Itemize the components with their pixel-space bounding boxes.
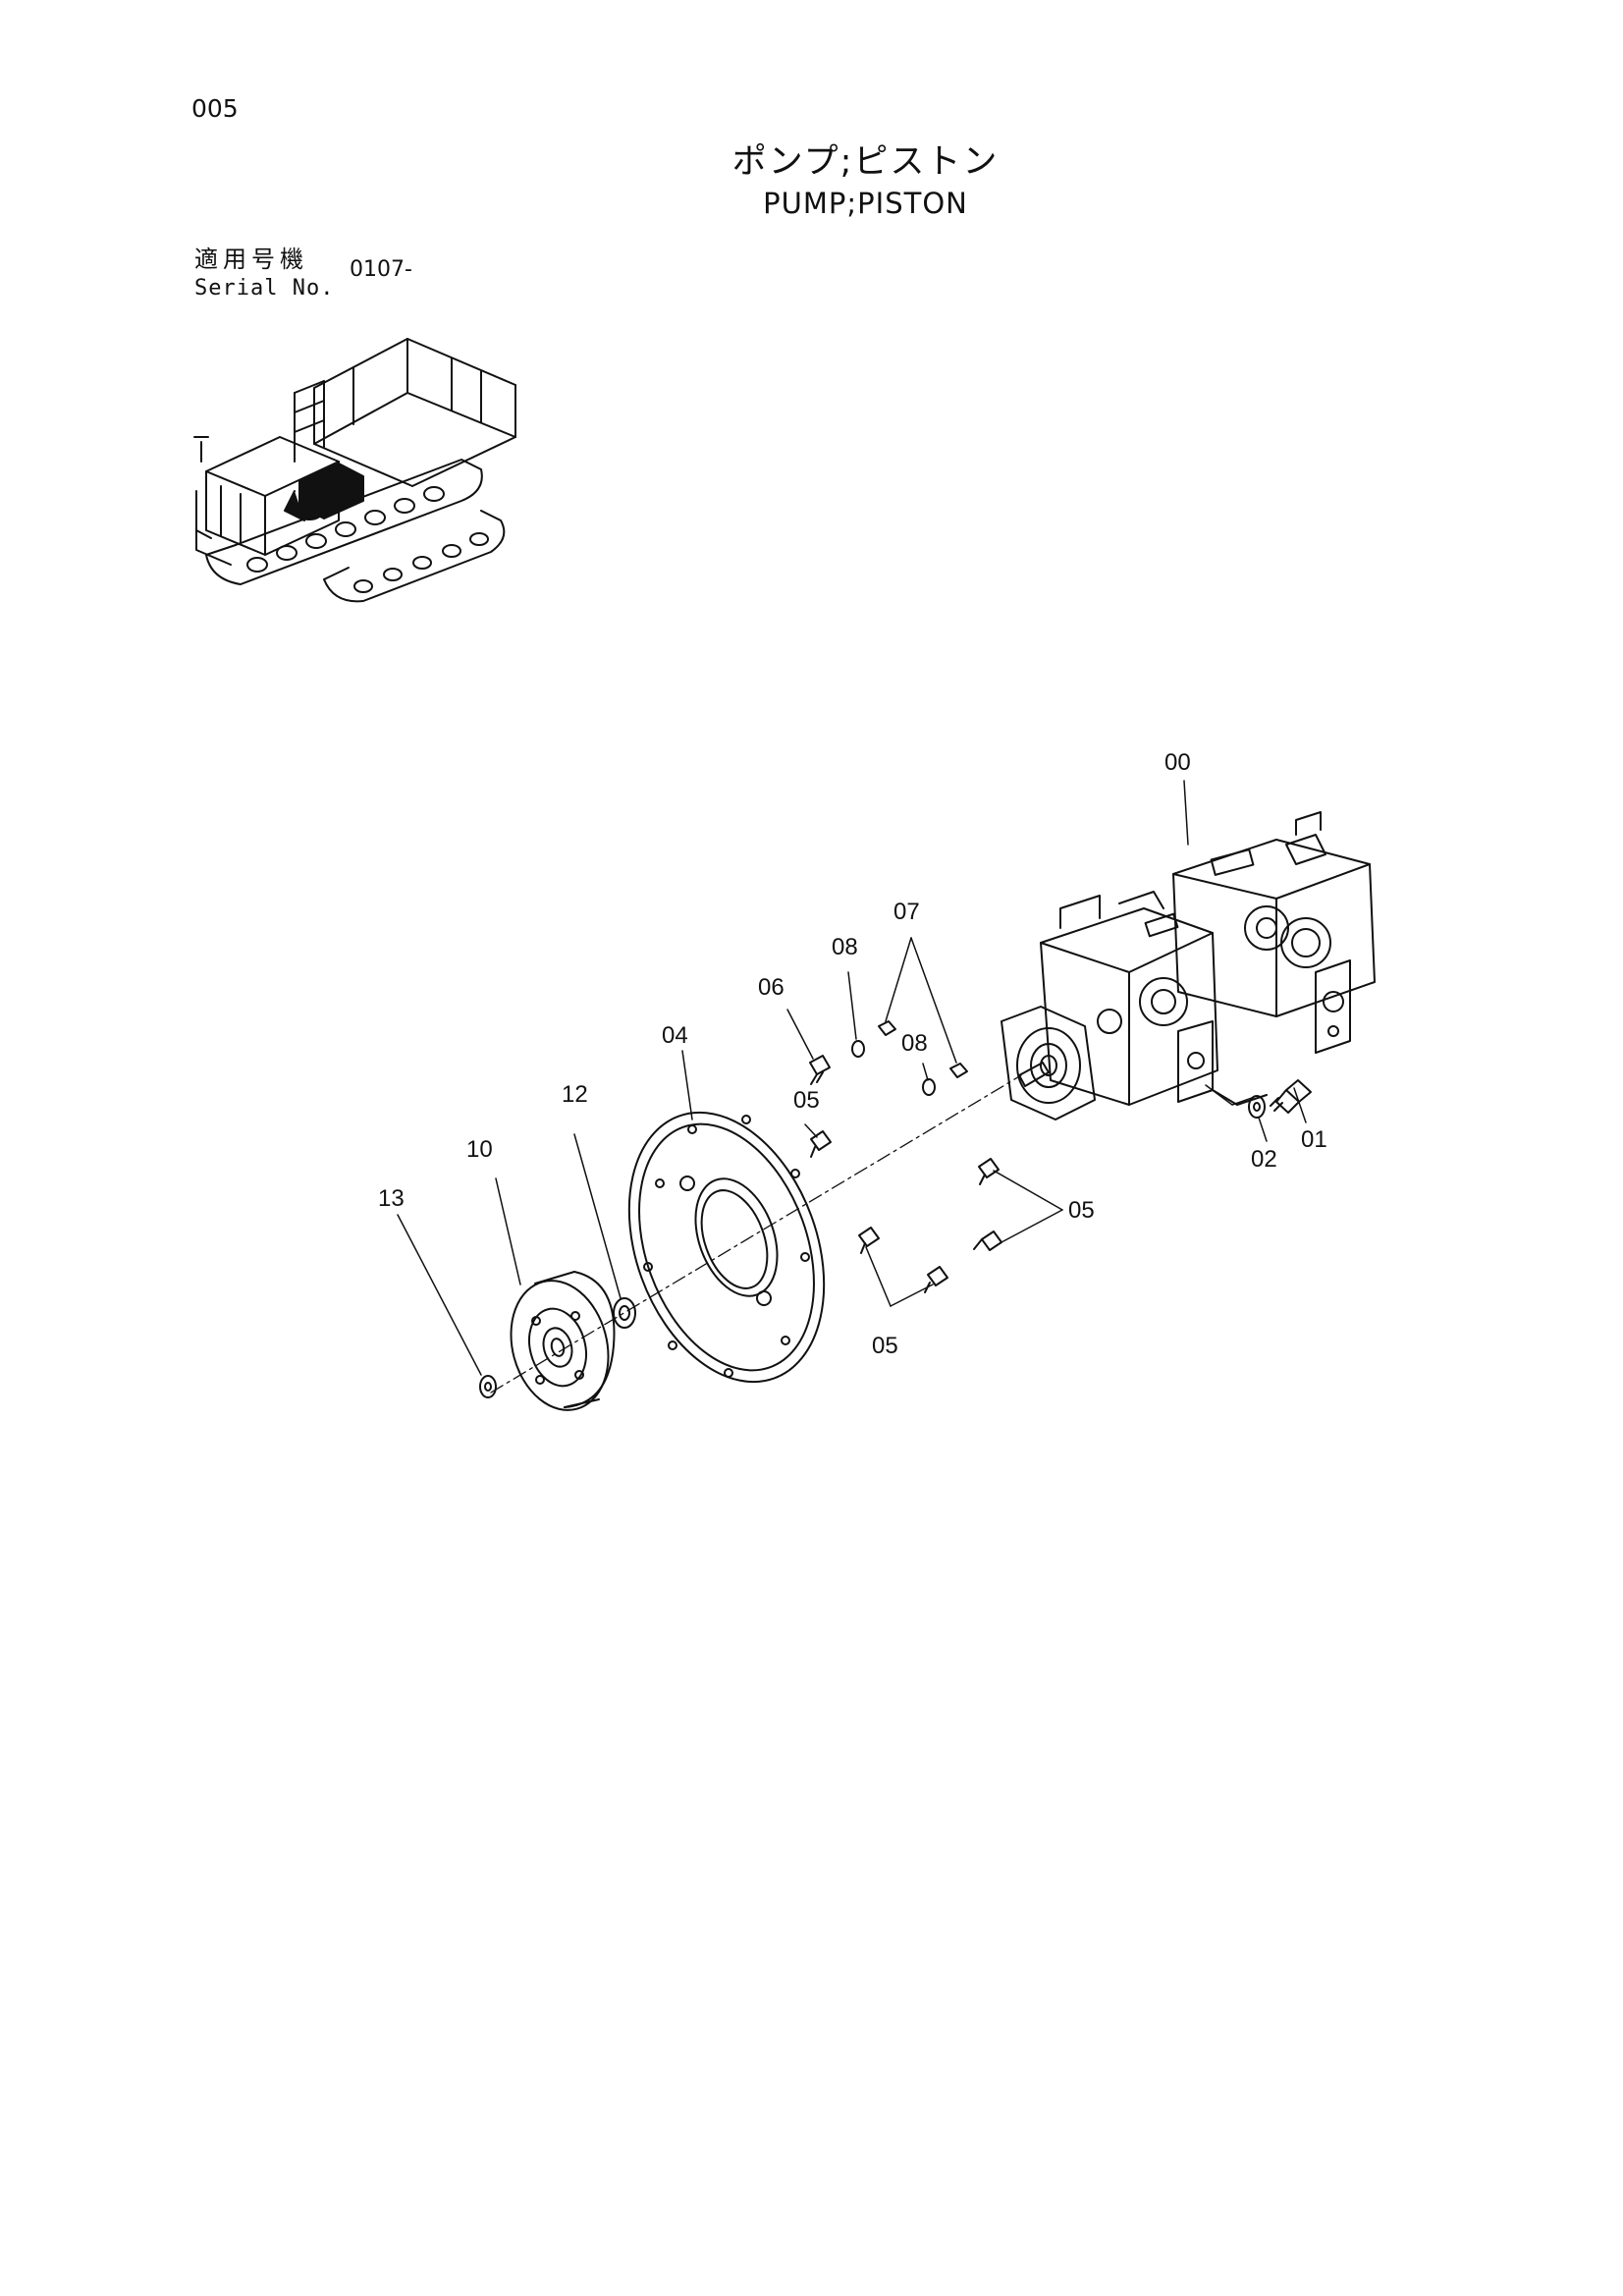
callout-05-lower: 05 [872, 1333, 898, 1359]
callout-13: 13 [378, 1185, 405, 1212]
flywheel-housing-plate [627, 1111, 826, 1384]
callout-12: 12 [562, 1081, 588, 1108]
callout-01: 01 [1301, 1126, 1327, 1153]
callout-06: 06 [758, 974, 784, 1001]
serial-label-english: Serial No. [194, 276, 335, 301]
serial-number-value: 0107- [350, 257, 412, 282]
piston-pump-assembly [1001, 811, 1376, 1121]
washer-08-upper [851, 1040, 865, 1058]
callout-05-right: 05 [1068, 1197, 1095, 1224]
callout-10: 10 [466, 1136, 493, 1163]
leader-lines [397, 780, 1307, 1376]
callout-08-lower: 08 [901, 1030, 928, 1057]
callout-00: 00 [1164, 749, 1191, 776]
nut-07-left [878, 1020, 896, 1036]
ring-12 [613, 1297, 636, 1329]
assembly-axis-line [490, 1074, 1022, 1394]
callout-04: 04 [662, 1022, 688, 1049]
diagram-title-english: PUMP;PISTON [763, 187, 968, 220]
callout-labels: 00 01 02 04 05 05 05 06 07 08 08 10 12 1… [378, 749, 1327, 1359]
bolt-05-upper [810, 1130, 832, 1158]
diagram-title-japanese: ポンプ;ピストン [731, 142, 1000, 182]
bolt-06 [809, 1055, 831, 1085]
washer-08-lower [922, 1078, 936, 1096]
washer-13 [479, 1375, 497, 1398]
bolt-05-lower-right [924, 1266, 948, 1293]
bolt-05-right-lower [973, 1230, 1002, 1251]
callout-07: 07 [893, 899, 920, 925]
serial-label-japanese: 適用号機 [194, 246, 308, 273]
bolt-01 [1270, 1079, 1312, 1114]
callout-05-upper: 05 [793, 1087, 820, 1114]
bolt-05-right-upper [978, 1158, 1000, 1185]
callout-02: 02 [1251, 1146, 1277, 1173]
nut-07-right [949, 1063, 968, 1078]
machine-location-thumbnail [193, 338, 516, 603]
bolt-05-lower-left [858, 1227, 880, 1254]
callout-08-upper: 08 [832, 934, 858, 960]
coupling-10 [510, 1271, 616, 1411]
page-number: 005 [191, 94, 239, 123]
washer-02 [1248, 1095, 1266, 1119]
